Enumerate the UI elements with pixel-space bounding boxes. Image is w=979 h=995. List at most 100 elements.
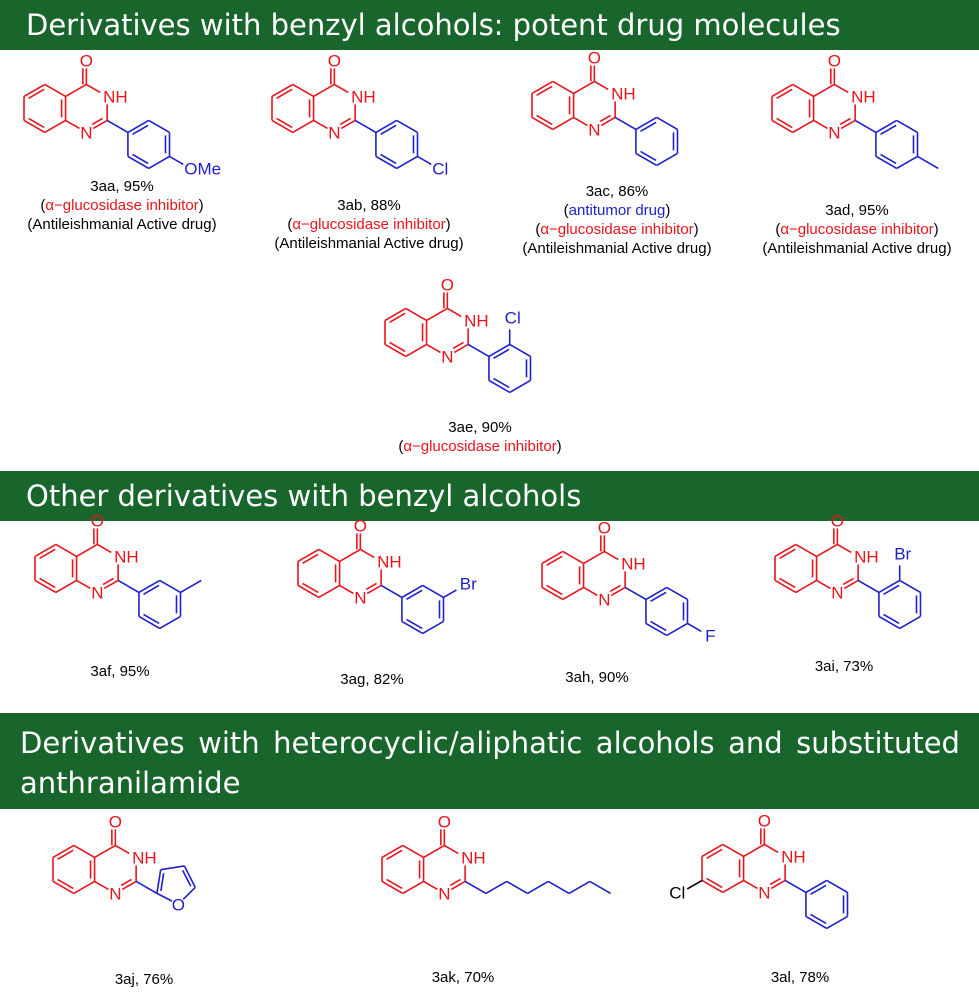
double-bond <box>143 613 160 625</box>
bond <box>114 844 130 855</box>
activity-label: antitumor drug <box>568 202 666 219</box>
atom-label-nh: NH <box>611 84 636 103</box>
bond <box>833 83 849 94</box>
bond <box>826 915 848 930</box>
double-bond <box>640 150 657 162</box>
double-bond <box>132 124 149 136</box>
atom-label-nitrogen: N <box>354 588 366 607</box>
bond <box>366 584 382 595</box>
atom-label-nh: NH <box>851 87 876 106</box>
bond <box>292 119 314 134</box>
bond <box>384 343 407 358</box>
bond <box>573 116 588 127</box>
atom-label-nh: NH <box>132 848 157 867</box>
atom-label-oxygen: O <box>598 518 611 537</box>
atom-label-nh: NH <box>464 311 489 330</box>
bond <box>159 615 181 630</box>
atom-label-oxygen: O <box>172 895 185 914</box>
atom-label-nitrogen: N <box>831 583 843 602</box>
activity-label: α−glucosidase inhibitor <box>45 197 199 214</box>
compound-yield: 3ak, 70% <box>431 969 495 986</box>
bond <box>375 119 398 134</box>
double-bond <box>132 153 149 165</box>
bond <box>318 548 340 563</box>
bond <box>792 119 814 134</box>
substituent-label: Cl <box>432 159 448 178</box>
bond <box>552 116 574 131</box>
double-bond <box>880 153 897 165</box>
atom-label-oxygen: O <box>441 275 454 294</box>
bond <box>805 915 828 930</box>
atom-label-oxygen: O <box>354 516 367 535</box>
double-bond <box>452 341 464 350</box>
bond <box>795 579 817 594</box>
atom-label-nitrogen: N <box>438 884 450 903</box>
atom-label-oxygen: O <box>328 51 341 70</box>
section-title-line2: anthranilamide <box>20 766 241 800</box>
bond <box>857 579 880 594</box>
bond <box>55 579 77 594</box>
bond <box>340 119 356 130</box>
title-word: alcohols <box>595 726 715 760</box>
bond <box>117 579 140 594</box>
bond <box>313 83 335 98</box>
double-bond <box>39 577 56 589</box>
double-bond <box>536 85 553 97</box>
substituent-label: OMe <box>184 159 221 178</box>
bond <box>52 844 75 859</box>
bond <box>701 843 724 858</box>
double-bond <box>776 88 793 100</box>
double-bond <box>706 848 723 860</box>
bond <box>354 119 377 134</box>
bond <box>405 343 427 358</box>
bond <box>76 579 91 590</box>
bond <box>547 880 570 895</box>
double-bond <box>143 584 160 596</box>
bond <box>488 343 511 358</box>
bond <box>527 880 549 895</box>
activity-extra: (Antileishmanial Active drug) <box>522 240 712 257</box>
bond <box>645 622 668 637</box>
bond <box>292 83 314 98</box>
bond <box>183 865 196 888</box>
compound-yield: 3ai, 73% <box>814 658 874 675</box>
double-bond <box>880 124 897 136</box>
atom-label-nh: NH <box>114 547 139 566</box>
atom-label-nitrogen: N <box>598 590 610 609</box>
bond <box>624 586 647 601</box>
double-bond <box>810 913 827 925</box>
bond <box>854 119 877 134</box>
bond <box>384 307 407 322</box>
activity-label: α−glucosidase inhibitor <box>540 221 694 238</box>
double-bond <box>380 153 397 165</box>
bond <box>666 622 688 637</box>
atom-label-oxygen: O <box>588 48 601 67</box>
double-bond <box>640 121 657 133</box>
bond <box>297 584 320 599</box>
double-bond <box>839 117 851 126</box>
section-banner-potent-drugs: Derivatives with benzyl alcohols: potent… <box>0 0 979 50</box>
double-bond <box>389 312 406 324</box>
bond <box>76 543 98 558</box>
atom-label-nitrogen: N <box>758 883 770 902</box>
bond <box>138 579 161 594</box>
bond <box>396 119 418 134</box>
bond <box>583 586 598 597</box>
bond <box>836 543 852 554</box>
bond <box>686 879 703 890</box>
atom-label-oxygen: O <box>80 51 93 70</box>
bond <box>467 343 490 358</box>
activity-line: (α−glucosidase inhibitor) <box>398 438 562 455</box>
title-word: with <box>198 726 260 760</box>
bond <box>73 844 95 859</box>
double-bond <box>39 548 56 560</box>
bond <box>645 586 668 601</box>
bond <box>774 579 797 594</box>
bond <box>541 550 564 565</box>
double-bond <box>883 613 900 625</box>
